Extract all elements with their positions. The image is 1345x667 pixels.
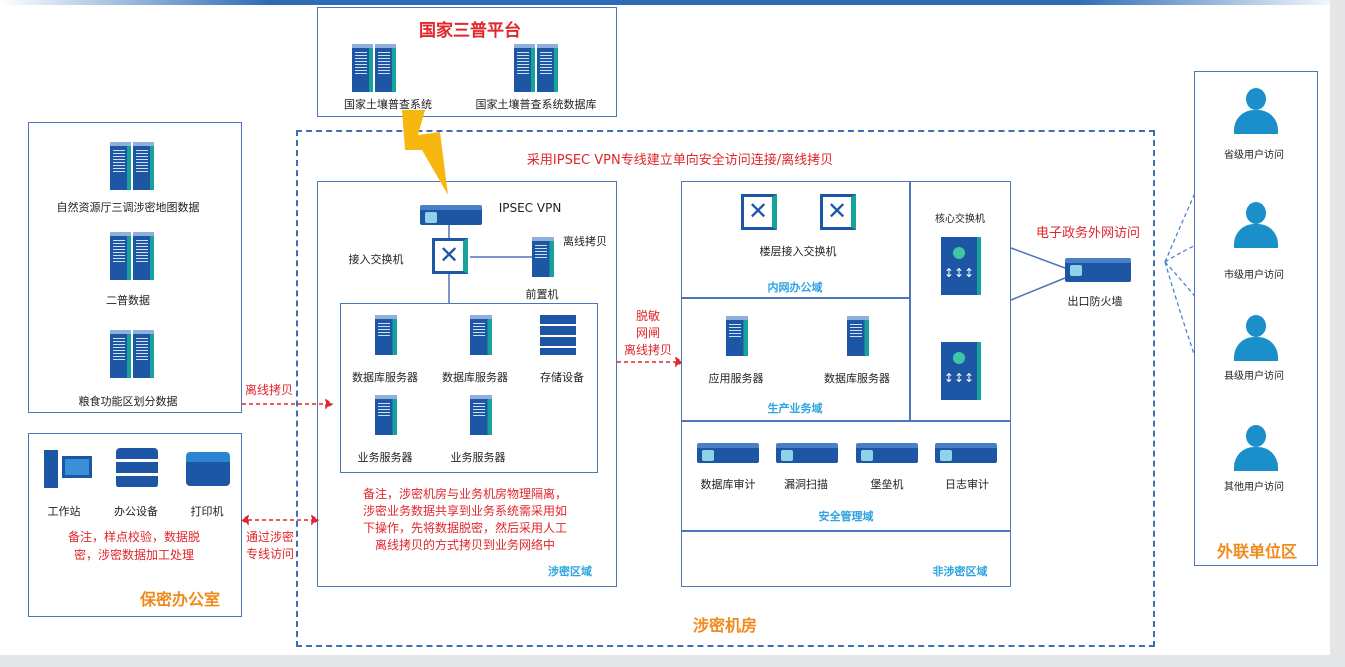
- switch-icon: ✕: [741, 194, 777, 230]
- core-switch-icon: ↕↕↕: [941, 237, 981, 295]
- external-title: 外联单位区: [1216, 542, 1298, 561]
- secret-room-boundary: [296, 130, 1155, 647]
- vuln-scan-icon: [776, 443, 838, 463]
- floor-switch-label: 楼层接入交换机: [759, 245, 837, 258]
- gateway-label: 脱敏: [635, 309, 661, 323]
- divider: [681, 297, 910, 299]
- office-note: 密，涉密数据加工处理: [73, 548, 195, 562]
- device-label: 打印机: [190, 505, 224, 518]
- offline-copy-label: 离线拷贝: [244, 383, 294, 397]
- server-icon: [110, 232, 154, 280]
- server-icon: [470, 395, 492, 435]
- divider: [681, 530, 1011, 532]
- data-label: 粮食功能区划分数据: [78, 395, 178, 408]
- user-label: 省级用户访问: [1224, 150, 1284, 161]
- log-audit-icon: [935, 443, 997, 463]
- server-icon: [352, 44, 396, 92]
- national-title: 国家三普平台: [419, 21, 521, 41]
- right-edge: [1330, 0, 1345, 667]
- server-icon: [375, 395, 397, 435]
- security-device-label: 日志审计: [945, 478, 989, 491]
- user-label: 县级用户访问: [1224, 371, 1284, 382]
- office-note: 备注，样点校验，数据脱: [67, 530, 201, 544]
- nonsecret-zone-label: 非涉密区域: [932, 565, 988, 578]
- access-switch-label: 接入交换机: [348, 253, 404, 266]
- server-icon: [847, 316, 869, 356]
- security-device-label: 数据库审计: [700, 478, 756, 491]
- bastion-icon: [856, 443, 918, 463]
- user-icon: [1234, 425, 1278, 471]
- secret-note: 下操作，先将数据脱密，然后采用人工: [362, 521, 568, 535]
- user-icon: [1234, 315, 1278, 361]
- user-icon: [1234, 202, 1278, 248]
- server-label: 业务服务器: [357, 451, 413, 464]
- server-icon: [110, 330, 154, 378]
- db-audit-icon: [697, 443, 759, 463]
- office-domain-label: 内网办公域: [767, 281, 823, 294]
- ipsec-vpn-icon: [420, 205, 482, 225]
- server-label: 数据库服务器: [352, 371, 418, 384]
- switch-icon: ✕: [820, 194, 856, 230]
- vpn-note: 采用IPSEC VPN专线建立单向安全访问连接/离线拷贝: [526, 153, 834, 168]
- server-icon: [532, 237, 554, 277]
- secret-note: 备注，涉密机房与业务机房物理隔离，: [362, 487, 568, 501]
- server-icon: [514, 44, 558, 92]
- server-label: 存储设备: [540, 371, 584, 384]
- secret-line-label: 专线访问: [245, 547, 295, 561]
- security-device-label: 漏洞扫描: [784, 478, 828, 491]
- office-device-icon: [116, 448, 158, 488]
- server-icon: [470, 315, 492, 355]
- egov-label: 电子政务外网访问: [1035, 226, 1141, 241]
- storage-icon: [540, 315, 576, 355]
- secret-zone-label: 涉密区域: [548, 565, 592, 578]
- offline-label: 离线拷贝: [563, 235, 607, 248]
- secret-office-title: 保密办公室: [139, 590, 221, 609]
- db-server-label: 数据库服务器: [824, 372, 890, 385]
- ipsec-vpn-label: IPSEC VPN: [498, 201, 562, 215]
- server-icon: [110, 142, 154, 190]
- data-label: 二普数据: [106, 294, 150, 307]
- front-machine-label: 前置机: [525, 288, 559, 301]
- data-label: 自然资源厅三调涉密地图数据: [56, 201, 200, 214]
- national-item: 国家土壤普查系统: [344, 98, 432, 111]
- divider: [681, 420, 1011, 422]
- gateway-label: 离线拷贝: [623, 343, 673, 357]
- secret-line-label: 通过涉密: [245, 530, 295, 544]
- bottom-edge: [0, 655, 1345, 667]
- security-device-label: 堡垒机: [870, 478, 904, 491]
- top-banner: [0, 0, 1345, 5]
- secret-note: 涉密业务数据共享到业务系统需采用如: [362, 504, 568, 518]
- core-switch-label: 核心交换机: [935, 214, 985, 225]
- switch-icon: ✕: [432, 238, 468, 274]
- workstation-icon: [44, 450, 94, 490]
- user-label: 市级用户访问: [1224, 270, 1284, 281]
- server-icon: [726, 316, 748, 356]
- user-icon: [1234, 88, 1278, 134]
- device-label: 办公设备: [114, 505, 158, 518]
- firewall-icon: [1065, 258, 1131, 282]
- secret-note: 离线拷贝的方式拷贝到业务网络中: [374, 538, 556, 552]
- core-switch-icon: ↕↕↕: [941, 342, 981, 400]
- divider: [909, 181, 911, 421]
- gateway-label: 网闸: [635, 326, 661, 340]
- device-label: 工作站: [47, 505, 81, 518]
- server-label: 数据库服务器: [442, 371, 508, 384]
- app-server-label: 应用服务器: [708, 372, 764, 385]
- prod-domain-label: 生产业务域: [767, 402, 823, 415]
- user-label: 其他用户访问: [1224, 482, 1284, 493]
- security-domain-label: 安全管理域: [818, 510, 874, 523]
- server-icon: [375, 315, 397, 355]
- national-item: 国家土壤普查系统数据库: [475, 98, 597, 111]
- lightning-icon: [402, 110, 448, 195]
- firewall-label: 出口防火墙: [1067, 295, 1123, 308]
- secret-room-title: 涉密机房: [692, 616, 758, 635]
- server-label: 业务服务器: [450, 451, 506, 464]
- printer-icon: [186, 452, 230, 486]
